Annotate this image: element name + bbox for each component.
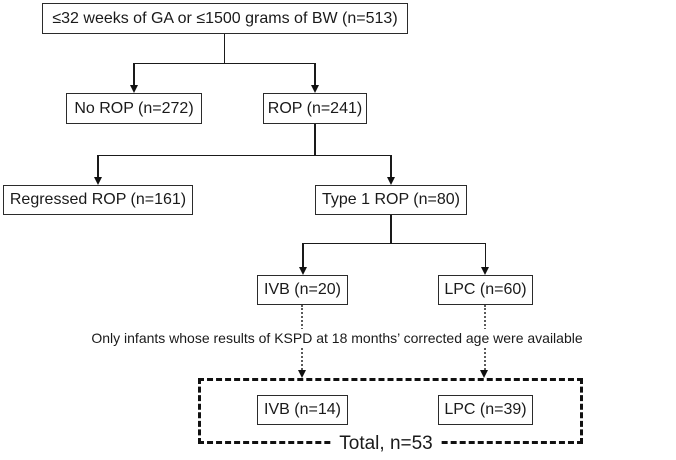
node-lpc-followed: LPC (n=39) [438,395,533,425]
connector-to-lpc [484,243,487,268]
connector-to-rop [314,63,316,86]
connector-row4-branch [302,243,486,245]
node-type1-rop: Type 1 ROP (n=80) [315,185,467,215]
arrow-down-ivb-followup-icon [297,370,306,378]
connector-rop-stem [314,124,316,156]
arrow-down-lpc-icon [481,267,489,275]
node-lpc-treated: LPC (n=60) [438,275,533,305]
connector-root-stem [223,33,225,64]
connector-to-regressed [97,155,99,178]
connector-row3-branch [97,155,392,157]
arrow-down-no-rop-icon [129,85,138,93]
arrow-down-rop-icon [310,85,319,93]
node-inclusion-criteria: ≤32 weeks of GA or ≤1500 grams of BW (n=… [42,3,408,34]
total-label: Total, n=53 [332,433,440,455]
arrow-down-type1-icon [386,177,395,185]
node-rop: ROP (n=241) [263,93,367,124]
connector-row2-branch [133,63,316,65]
node-regressed-rop: Regressed ROP (n=161) [3,185,193,215]
arrow-down-lpc-followup-icon [480,370,489,378]
followup-note: Only infants whose results of KSPD at 18… [89,329,585,347]
node-ivb-treated: IVB (n=20) [257,275,348,305]
connector-type1-stem [390,215,392,244]
connector-to-type1 [390,155,392,178]
arrow-down-regressed-icon [93,177,102,185]
node-no-rop: No ROP (n=272) [66,93,202,124]
connector-to-no-rop [133,63,135,86]
node-ivb-followed: IVB (n=14) [257,395,348,425]
arrow-down-ivb-icon [298,267,307,275]
connector-to-ivb [302,243,304,268]
